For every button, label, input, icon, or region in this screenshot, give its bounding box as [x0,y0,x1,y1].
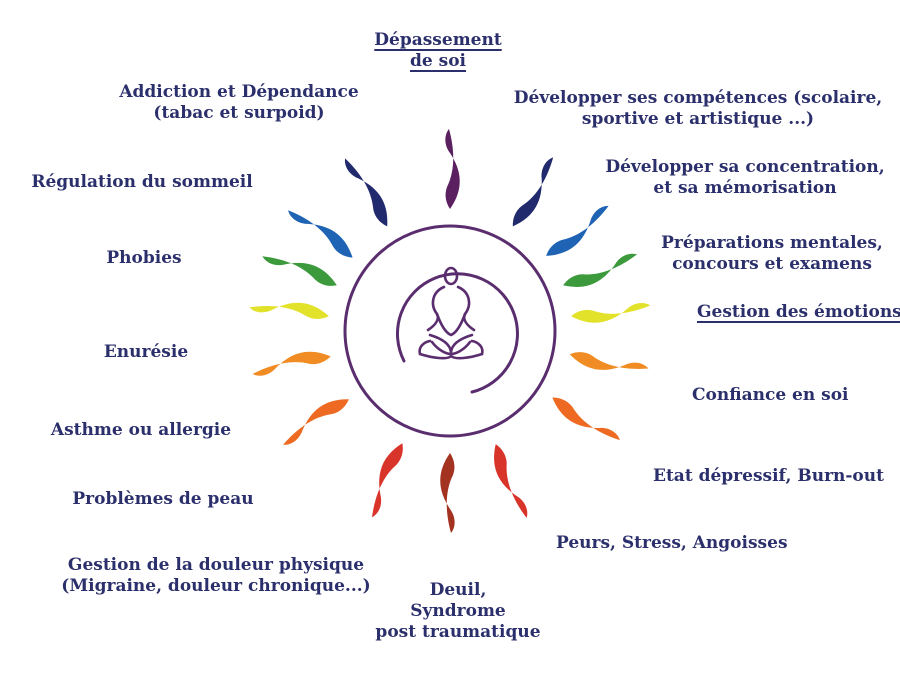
ray-dark-orange [283,399,349,445]
ray-blue [288,210,353,258]
label-line: Confiance en soi [692,385,849,405]
label-line: Deuil, [429,580,487,600]
label-depressif: Etat dépressif, Burn-out [653,466,884,487]
label-sommeil: Régulation du sommeil [31,172,252,193]
label-line: Dépassement [374,30,502,50]
label-line: sportive et artistique ...) [581,109,815,129]
label-line: Problèmes de peau [72,489,254,509]
label-line: (Migraine, douleur chronique...) [61,576,371,596]
label-peurs: Peurs, Stress, Angoisses [556,533,788,554]
label-line: Asthme ou allergie [50,420,232,440]
label-line: Développer sa concentration, [605,157,885,177]
rays-group [249,129,651,533]
ray-blue [546,205,609,256]
label-douleur: Gestion de la douleur physique(Migraine,… [61,555,370,597]
label-line: post traumatique [375,622,541,642]
ray-purple [445,129,460,209]
label-line: Développer ses compétences (scolaire, [513,88,883,108]
label-emotions: Gestion des émotions [697,302,900,323]
label-peau: Problèmes de peau [72,489,253,510]
label-addiction: Addiction et Dépendance(tabac et surpoid… [119,82,358,124]
label-line: Gestion de la douleur physique [67,555,365,575]
ray-navy [344,158,388,227]
label-line: et sa mémorisation [653,178,837,198]
ray-navy [512,157,554,227]
ray-green [262,256,337,286]
inner-spiral [396,272,519,394]
label-competences: Développer ses compétences (scolaire,spo… [514,88,882,130]
ray-green [563,253,637,287]
ray-orange [252,351,331,376]
label-enuresie: Enurésie [104,342,188,363]
label-line: de soi [410,51,466,71]
label-line: Peurs, Stress, Angoisses [556,533,788,553]
label-confiance: Confiance en soi [692,385,849,406]
ray-dark-orange [552,397,620,441]
ray-yellow [571,302,651,323]
ray-red [494,444,528,518]
ray-orange [569,352,649,370]
label-line: (tabac et surpoid) [153,103,325,123]
ray-yellow [249,302,329,319]
label-line: Enurésie [103,342,189,362]
center-emblem [343,224,557,438]
label-line: Etat dépressif, Burn-out [653,466,884,486]
label-preparations: Préparations mentales,concours et examen… [661,233,883,275]
label-line: concours et examens [672,254,872,274]
ray-red [371,443,403,518]
label-concentration: Développer sa concentration,et sa mémori… [605,157,884,199]
label-line: Phobies [106,248,182,268]
label-line: Gestion des émotions [697,302,900,322]
label-line: Addiction et Dépendance [119,82,359,102]
meditation-figure-icon [418,266,484,360]
outer-circle [343,224,557,438]
label-line: Préparations mentales, [661,233,883,253]
ray-brown [440,453,455,533]
label-asthme: Asthme ou allergie [51,420,231,441]
label-phobies: Phobies [106,248,181,269]
label-line: Régulation du sommeil [31,172,253,192]
label-line: Syndrome [410,601,506,621]
